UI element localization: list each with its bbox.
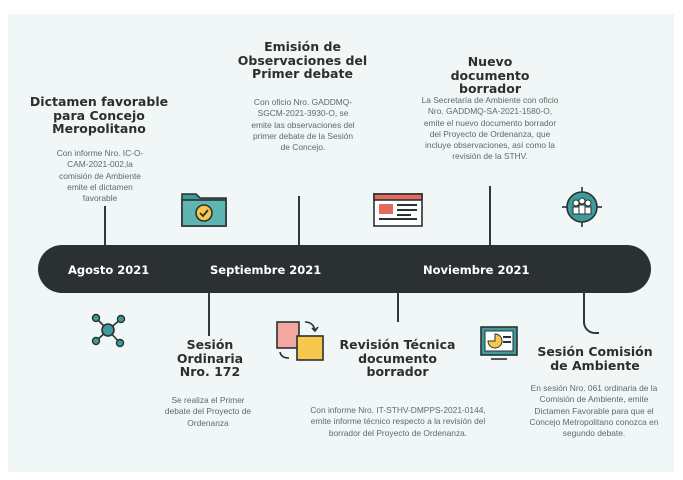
nuevo-desc: La Secretaría de Ambiente con oficio Nro… [421, 95, 559, 162]
timeline-bar [38, 245, 651, 293]
emision-desc: Con oficio Nro. GADDMQ-SGCM-2021-3930-O,… [251, 97, 355, 152]
date-agosto: Agosto 2021 [68, 263, 150, 277]
date-noviembre: Noviembre 2021 [423, 263, 530, 277]
sesion-comision-desc: En sesión Nro. 061 ordinaria de la Comis… [529, 383, 659, 438]
sesion-ordinaria-desc: Se realiza el Primer debate del Proyecto… [164, 395, 252, 428]
sesion-comision-title: Sesión Comisión de Ambiente [537, 344, 653, 373]
swap-documents-icon [276, 321, 324, 361]
dictamen-desc: Con informe Nro. IC-O-CAM-2021-002,la co… [56, 148, 144, 203]
web-layout-icon [373, 193, 423, 227]
revision-title: Revisión Técnica documento borrador [339, 337, 456, 379]
emision-connector [298, 196, 300, 246]
revision-desc: Con informe Nro. IT-STHV-DMPPS-2021-0144… [310, 405, 486, 438]
revision-connector [397, 292, 399, 322]
nuevo-title: Nuevo documento borrador [450, 54, 530, 96]
pie-chart-screen-icon [480, 326, 518, 360]
dictamen-title: Dictamen favorable para Concejo Meropoli… [29, 94, 169, 136]
emision-title: Emisión de Observaciones del Primer deba… [237, 39, 368, 81]
network-icon [91, 313, 126, 348]
sesion-comision-connector-curve [583, 318, 599, 334]
sesion-ordinaria-connector [208, 292, 210, 336]
target-people-icon [562, 187, 602, 227]
date-septiembre: Septiembre 2021 [210, 263, 322, 277]
sesion-comision-connector [583, 292, 585, 324]
dictamen-connector [104, 206, 106, 246]
nuevo-connector [489, 186, 491, 246]
folder-check-icon [181, 193, 227, 227]
sesion-ordinaria-title: Sesión Ordinaria Nro. 172 [176, 337, 244, 379]
timeline-panel [8, 14, 674, 472]
